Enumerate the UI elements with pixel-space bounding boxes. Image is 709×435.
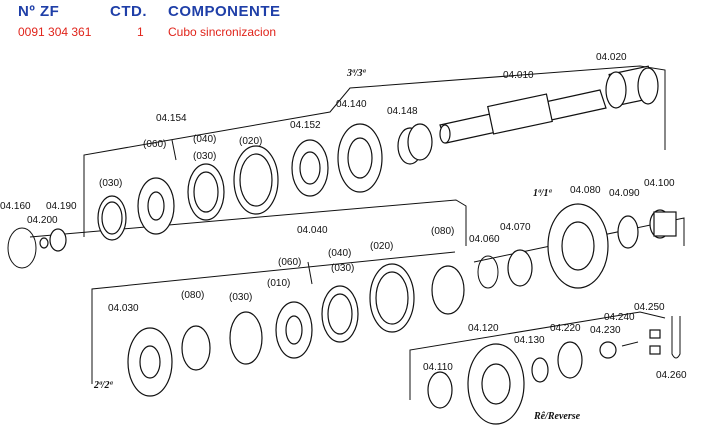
gear-mark-1st: 1ª/1ª: [533, 188, 552, 199]
label-04040: 04.040: [297, 225, 328, 236]
label-04152: 04.152: [290, 120, 321, 131]
main-shaft: [439, 65, 659, 144]
row2-right-parts: [477, 203, 677, 289]
label-030a: (030): [193, 151, 216, 162]
column-header-no: Nº ZF: [18, 3, 60, 20]
label-04190: 04.190: [46, 201, 77, 212]
label-04260: 04.260: [656, 370, 687, 381]
part-labels: 04.010 04.020 04.140 04.148 04.152 04.15…: [0, 52, 687, 422]
column-header-qty: CTD.: [110, 3, 147, 20]
label-020b: (020): [370, 241, 393, 252]
column-header-component: COMPONENTE: [168, 3, 281, 20]
label-04010: 04.010: [503, 70, 534, 81]
reverse-gear-group: [427, 316, 681, 425]
label-080b: (080): [181, 290, 204, 301]
label-060b: (060): [278, 257, 301, 268]
label-010: (010): [267, 278, 290, 289]
label-040a: (040): [193, 134, 216, 145]
label-04240: 04.240: [604, 312, 635, 323]
part-description: Cubo sincronizacion: [168, 25, 277, 39]
gear-mark-3rd: 3ª/3ª: [346, 68, 366, 79]
label-060a: (060): [143, 139, 166, 150]
label-04090: 04.090: [609, 188, 640, 199]
label-04140: 04.140: [336, 99, 367, 110]
label-030b: (030): [99, 178, 122, 189]
label-04160: 04.160: [0, 201, 31, 212]
row3-parts: [127, 261, 465, 397]
label-030d: (030): [229, 292, 252, 303]
label-04230: 04.230: [590, 325, 621, 336]
label-020a: (020): [239, 136, 262, 147]
label-080a: (080): [431, 226, 454, 237]
label-040b: (040): [328, 248, 351, 259]
row1-parts: [7, 123, 433, 269]
part-number: 0091 304 361: [18, 25, 92, 39]
gear-mark-reverse: Rê/Reverse: [533, 411, 581, 422]
label-04148: 04.148: [387, 106, 418, 117]
label-030c: (030): [331, 263, 354, 274]
label-04060: 04.060: [469, 234, 500, 245]
label-04070: 04.070: [500, 222, 531, 233]
label-04130: 04.130: [514, 335, 545, 346]
label-04030: 04.030: [108, 303, 139, 314]
assembly-outline-lines: [29, 65, 685, 400]
label-04154: 04.154: [156, 113, 187, 124]
label-04220: 04.220: [550, 323, 581, 334]
label-04120: 04.120: [468, 323, 499, 334]
label-04080: 04.080: [570, 185, 601, 196]
label-04200: 04.200: [27, 215, 58, 226]
label-04100: 04.100: [644, 178, 675, 189]
part-quantity: 1: [137, 25, 144, 39]
label-04250: 04.250: [634, 302, 665, 313]
gear-mark-2nd: 2ª/2ª: [93, 380, 113, 391]
label-04110: 04.110: [423, 362, 453, 373]
label-04020: 04.020: [596, 52, 627, 63]
